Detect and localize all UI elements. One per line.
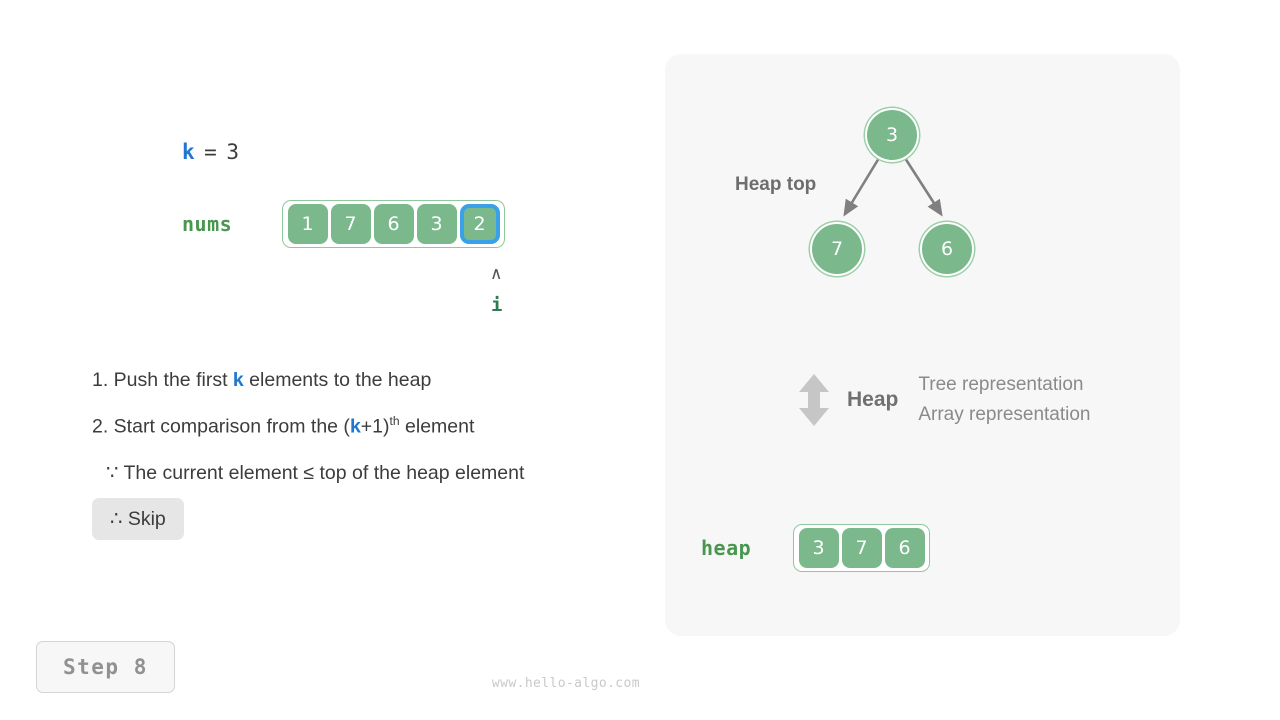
tree-node-left[interactable]: 7 [810,222,864,276]
tree-node-right[interactable]: 6 [920,222,974,276]
nums-array-row: nums 1 7 6 3 2 [182,200,505,248]
nums-cell-3[interactable]: 3 [416,204,457,244]
index-pointer-label: i [491,294,503,316]
heap-panel: Heap top 3 7 6 Heap Tree representation … [665,54,1180,636]
instructions-list: 1. Push the first k elements to the heap… [92,368,652,540]
instruction-2-mid: +1) [360,415,390,438]
instruction-1-prefix: 1. Push the first [92,369,233,391]
k-assignment-row: k = 3 [182,140,239,164]
equals-sign: = [204,140,218,164]
edge-root-to-left [843,157,881,217]
left-column: k = 3 nums 1 7 6 3 2 ∧ i 1. Push the fir… [36,140,652,693]
heap-array-row: heap 3 7 6 [701,524,930,572]
heap-cell-1[interactable]: 7 [841,528,882,568]
legend-heap-label: Heap [847,388,899,412]
nums-cell-4-highlighted[interactable]: 2 [459,204,500,244]
heap-array-box: 3 7 6 [793,524,930,572]
nums-array-box: 1 7 6 3 2 [282,200,505,248]
double-arrow-vertical-icon [799,374,829,427]
heap-top-label: Heap top [735,174,817,195]
nums-cell-2[interactable]: 6 [373,204,414,244]
heap-cell-2[interactable]: 6 [884,528,925,568]
instruction-line-2: 2. Start comparison from the (k+1)th ele… [92,414,652,439]
edge-root-to-right [903,157,943,217]
nums-cell-1[interactable]: 7 [330,204,371,244]
skip-conclusion-badge: ∴ Skip [92,497,184,540]
heap-tree-area: Heap top 3 7 6 [665,54,1180,324]
tree-edges [843,157,943,217]
legend-representations: Tree representation Array representation [918,370,1090,431]
legend-array-representation: Array representation [918,404,1091,426]
heap-cell-0[interactable]: 3 [798,528,839,568]
heap-legend: Heap Tree representation Array represent… [793,370,1091,431]
instruction-2-superscript: th [389,414,400,429]
instruction-2-suffix: element [399,415,475,438]
tree-node-root[interactable]: 3 [865,108,919,162]
k-value: 3 [226,140,240,164]
step-badge: Step 8 [36,641,175,693]
index-pointer-caret-icon: ∧ [490,264,503,284]
instruction-2-highlight: k [349,415,361,438]
instruction-line-1: 1. Push the first k elements to the heap [92,368,652,392]
instruction-2-prefix: 2. Start comparison from the ( [92,415,350,438]
instruction-1-highlight: k [232,369,244,391]
legend-tree-representation: Tree representation [918,374,1084,395]
nums-array-label: nums [182,212,233,236]
nums-cell-0[interactable]: 1 [287,204,328,244]
instruction-reason-line: ∵ The current element ≤ top of the heap … [106,462,525,485]
instruction-1-suffix: elements to the heap [243,369,432,391]
watermark: www.hello-algo.com [491,676,640,691]
heap-array-label: heap [701,536,752,560]
k-variable-name: k [182,140,196,164]
